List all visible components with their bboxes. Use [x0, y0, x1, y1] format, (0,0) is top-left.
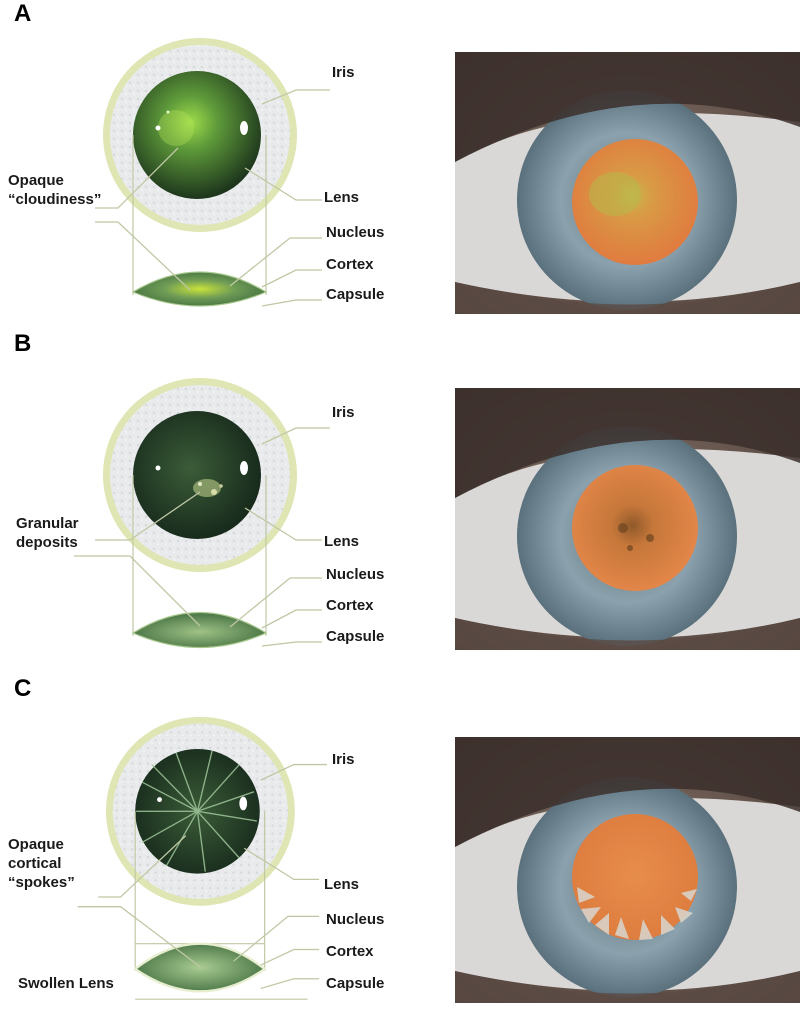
opacity-label-line1: Opaque — [8, 836, 64, 853]
iris-label: Iris — [332, 404, 355, 421]
nucleus-label: Nucleus — [326, 566, 385, 583]
capsule-label: Capsule — [326, 286, 385, 303]
iris-label: Iris — [332, 751, 355, 768]
cortex-label: Cortex — [326, 943, 374, 960]
capsule-label: Capsule — [326, 628, 385, 645]
cortex-label: Cortex — [326, 256, 374, 273]
panel-letter: A — [14, 0, 32, 27]
opacity-label-line1: Granular — [16, 515, 79, 532]
lens-label: Lens — [324, 189, 360, 206]
eye-photo-c — [455, 737, 800, 1003]
opacity-label-line2: deposits — [16, 534, 78, 551]
lens-label: Lens — [324, 876, 360, 893]
opacity-label-line2: “cloudiness” — [8, 191, 102, 208]
nucleus-label: Nucleus — [326, 224, 385, 241]
capsule-label: Capsule — [326, 975, 385, 992]
lens-cross-section — [131, 271, 268, 307]
opacity-label-line2: cortical — [8, 855, 62, 872]
lens-cross-section — [131, 612, 268, 649]
eye-photo-b — [455, 388, 800, 650]
panel-letter: C — [14, 675, 32, 702]
iris-label: Iris — [332, 64, 355, 81]
lens-diagram-c — [77, 716, 327, 1000]
opacity-label-line3: “spokes” — [8, 874, 75, 891]
lens-label: Lens — [324, 533, 360, 550]
lens-disc — [133, 411, 261, 539]
cortex-label: Cortex — [326, 597, 374, 614]
lens-disc — [133, 71, 261, 199]
panel-letter: B — [14, 330, 32, 357]
eye-photo-a — [455, 52, 800, 314]
lens-diagram-a — [95, 38, 330, 307]
swollen-lens-label: Swollen Lens — [18, 975, 114, 992]
opacity-label-line1: Opaque — [8, 172, 64, 189]
nucleus-label: Nucleus — [326, 911, 385, 928]
lens-diagram-b — [74, 378, 330, 649]
